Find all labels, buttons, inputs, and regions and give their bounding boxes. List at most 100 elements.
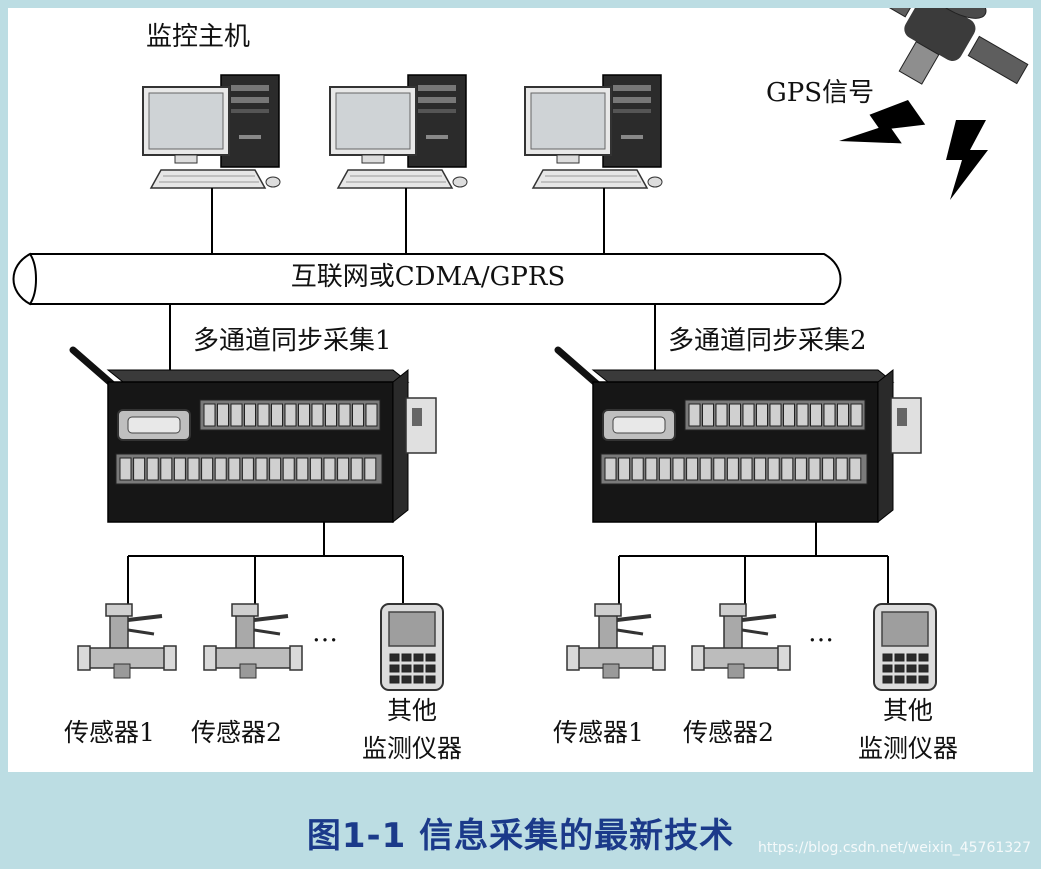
terminal-block (767, 457, 780, 481)
group1-sensor-2-label: 传感器2 (191, 718, 282, 747)
terminal-block (160, 457, 173, 481)
terminal-block (726, 457, 739, 481)
meter-key (389, 653, 400, 662)
terminal-block (756, 403, 768, 427)
valve-sensor-icon (202, 602, 304, 680)
meter-key (389, 664, 400, 673)
group2-other-label-line1: 其他 (882, 696, 933, 725)
computer-icon (524, 74, 663, 189)
terminal-block (352, 403, 364, 427)
terminal-block (187, 457, 200, 481)
group2-other-label-line2: 监测仪器 (857, 734, 958, 763)
group2-sensor-1-label: 传感器1 (553, 718, 644, 747)
terminal-block (365, 403, 378, 427)
terminal-block (338, 403, 351, 427)
meter-key (389, 675, 400, 684)
group1-other-label-line1: 其他 (386, 696, 437, 725)
terminal-block (699, 457, 712, 481)
terminal-block (808, 457, 821, 481)
terminal-block (214, 457, 227, 481)
meter-key (894, 653, 905, 662)
terminal-block (645, 457, 658, 481)
diagram-canvas: 监控主机 GPS信号 互联网或CDMA/GPRS 多通道同步采集1 多通道同步采… (8, 8, 1033, 772)
terminal-block (688, 403, 701, 427)
group2-sensor-2-label: 传感器2 (683, 718, 774, 747)
terminal-block (618, 457, 631, 481)
meter-key (906, 664, 917, 673)
terminal-block (244, 403, 256, 427)
meter-key (401, 675, 412, 684)
network-label: 互联网或CDMA/GPRS (290, 262, 566, 292)
terminal-block (672, 457, 685, 481)
ellipsis-2: … (808, 618, 834, 648)
meter-key (401, 653, 412, 662)
terminal-block (729, 403, 741, 427)
meter-key (425, 675, 436, 684)
terminal-block (604, 457, 617, 481)
terminal-block (835, 457, 848, 481)
terminal-block (686, 457, 699, 481)
meter-key (413, 675, 424, 684)
terminal-block (269, 457, 282, 481)
collector-2-label: 多通道同步采集2 (668, 326, 867, 356)
figure-caption: 图1-1 信息采集的最新技术 (306, 816, 735, 856)
group1-other-label-line2: 监测仪器 (361, 734, 462, 763)
watermark: https://blog.csdn.net/weixin_45761327 (757, 840, 1031, 856)
valve-sensor-icon (565, 602, 667, 680)
terminal-block (837, 403, 849, 427)
terminal-block (713, 457, 726, 481)
computer-icon (329, 74, 468, 189)
terminal-block (173, 457, 186, 481)
terminal-block (241, 457, 254, 481)
terminal-block (796, 403, 809, 427)
meter-key (918, 664, 929, 673)
group1-sensor-1-label: 传感器1 (64, 718, 155, 747)
terminal-block (715, 403, 728, 427)
collector-1-label: 多通道同步采集1 (193, 326, 392, 356)
meter-key (906, 653, 917, 662)
terminal-block (325, 403, 337, 427)
terminal-block (337, 457, 350, 481)
meter-key (413, 664, 424, 673)
terminal-block (781, 457, 794, 481)
terminal-block (203, 403, 216, 427)
ellipsis-1: … (312, 618, 338, 648)
terminal-block (282, 457, 295, 481)
meter-key (918, 653, 929, 662)
data-logger-icon (73, 350, 436, 522)
meter-key (401, 664, 412, 673)
terminal-block (754, 457, 767, 481)
terminal-block (850, 403, 863, 427)
terminal-block (350, 457, 363, 481)
lightning-icon (946, 120, 988, 200)
terminal-block (119, 457, 132, 481)
terminal-block (230, 403, 243, 427)
terminal-block (631, 457, 644, 481)
terminal-block (658, 457, 671, 481)
terminal-block (133, 457, 146, 481)
monitor-host-label: 监控主机 (146, 22, 251, 52)
terminal-block (810, 403, 822, 427)
meter-key (425, 664, 436, 673)
terminal-block (740, 457, 753, 481)
satellite-icon (864, 8, 1029, 85)
terminal-block (364, 457, 377, 481)
network-pipe (30, 253, 842, 305)
meter-key (425, 653, 436, 662)
terminal-block (228, 457, 241, 481)
terminal-block (769, 403, 782, 427)
meter-key (882, 664, 893, 673)
valve-sensor-icon (690, 602, 792, 680)
terminal-block (146, 457, 159, 481)
meter-key (906, 675, 917, 684)
terminal-block (255, 457, 268, 481)
terminal-block (849, 457, 862, 481)
terminal-block (742, 403, 755, 427)
meter-key (413, 653, 424, 662)
terminal-block (783, 403, 795, 427)
terminal-block (201, 457, 214, 481)
terminal-block (298, 403, 310, 427)
terminal-block (296, 457, 309, 481)
terminal-block (702, 403, 714, 427)
terminal-block (323, 457, 336, 481)
